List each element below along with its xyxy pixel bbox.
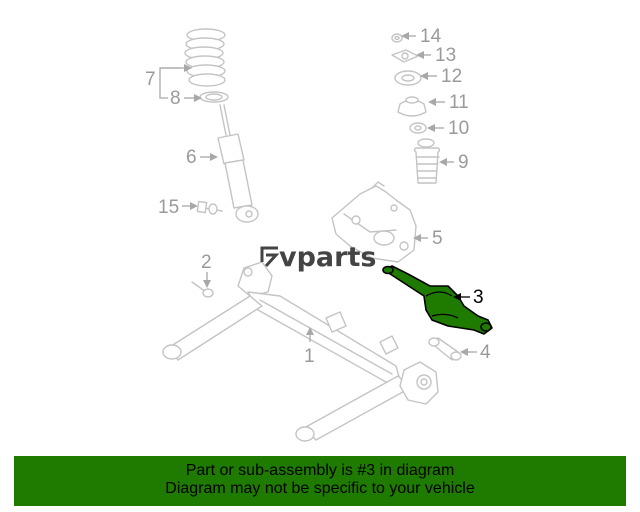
mount-bracket (391, 49, 419, 63)
shock-bolt (196, 200, 223, 215)
watermark-logo: vparts (260, 242, 376, 273)
callout-9: 9 (439, 152, 469, 173)
nut (391, 33, 403, 43)
mount-insulator (394, 70, 422, 86)
callout-6: 6 (186, 147, 218, 168)
callout-12: 12 (420, 66, 462, 87)
callout-5-label: 5 (432, 228, 443, 249)
spring-seat (199, 91, 229, 103)
callout-15-label: 15 (158, 197, 179, 218)
callout-14: 14 (401, 26, 442, 47)
callout-7-label: 7 (145, 69, 156, 90)
callout-5: 5 (413, 228, 443, 249)
callout-10-label: 10 (448, 118, 469, 139)
banner-line-1: Part or sub-assembly is #3 in diagram (185, 462, 455, 479)
callout-3: 3 (453, 287, 484, 308)
callout-13: 13 (416, 45, 456, 66)
highlighted-arm-part-3 (382, 265, 493, 335)
parts-diagram: vparts 7 8 6 15 2 1 3 4 (145, 26, 493, 442)
callout-10: 10 (427, 118, 469, 139)
callout-3-label: 3 (473, 287, 484, 308)
watermark-mark (260, 246, 280, 268)
callout-2-label: 2 (201, 252, 212, 273)
callout-8-label: 8 (170, 88, 181, 109)
callout-1-label: 1 (304, 346, 315, 367)
callout-7: 7 (145, 64, 192, 99)
info-banner: Part or sub-assembly is #3 in diagram Di… (14, 456, 626, 506)
callout-6-label: 6 (186, 147, 197, 168)
callout-9-label: 9 (458, 152, 469, 173)
callout-8: 8 (170, 88, 202, 109)
shock-absorber (217, 104, 259, 223)
callout-2: 2 (201, 252, 212, 288)
upper-mount (397, 96, 427, 117)
washer (409, 122, 427, 134)
callout-15: 15 (158, 197, 198, 218)
small-bolt (191, 281, 214, 298)
callout-4-label: 4 (480, 342, 491, 363)
bracket-housing (331, 181, 417, 263)
watermark-text: vparts (279, 242, 376, 273)
bump-stop (413, 138, 441, 184)
coil-spring (184, 28, 226, 87)
crossmember (162, 261, 439, 442)
callout-13-label: 13 (435, 45, 456, 66)
callout-11: 11 (428, 92, 469, 113)
callout-12-label: 12 (441, 66, 462, 87)
callout-14-label: 14 (420, 26, 442, 47)
callout-4: 4 (460, 342, 491, 363)
callout-11-label: 11 (449, 92, 469, 113)
lateral-link (428, 337, 462, 361)
callout-1: 1 (304, 327, 315, 367)
banner-line-2: Diagram may not be specific to your vehi… (165, 480, 475, 497)
